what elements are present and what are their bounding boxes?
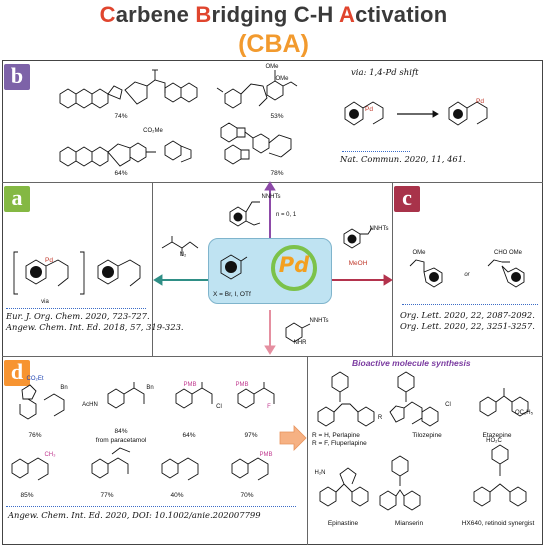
n2-label: N₂: [179, 252, 187, 258]
catalytic-cycle-icon: [271, 245, 317, 291]
orange-block-arrow: [279, 425, 307, 451]
steroid-phthalimide-structure: [59, 140, 192, 167]
cl-label: Cl: [216, 404, 222, 410]
yield-d-7: 40%: [170, 492, 184, 499]
cl-label-bio: Cl: [445, 402, 451, 408]
divider-left: [152, 182, 153, 356]
hx640-label: HX640, retinoid synergist: [461, 520, 535, 527]
pd-label-left: Pd: [365, 106, 373, 113]
yield-note: from paracetamol: [95, 437, 147, 444]
panel-c-products: [409, 259, 525, 288]
tilozepine-label: Tilozepine: [412, 432, 442, 439]
dotted-separator-a: [6, 308, 146, 309]
bn-label-1: Bn: [60, 385, 68, 391]
via-label: via: 1,4-Pd shift: [351, 68, 419, 78]
hydrazone-top-structure: [229, 201, 261, 227]
pd-shift-scheme: via: 1,4-Pd shift Pd Pd: [325, 68, 515, 148]
center-reaction-arrows: [153, 181, 393, 355]
hydrazone-bottom-structure: [285, 322, 311, 343]
x-label: X = Br, I, OTf: [213, 291, 251, 298]
dotted-separator-b: [342, 151, 410, 152]
yield-b-1: 74%: [114, 113, 128, 120]
nnhts-bottom-label: NNHTs: [309, 318, 329, 324]
epinastine-label: Epinastine: [327, 520, 359, 527]
yield-d-6: 77%: [100, 492, 114, 499]
pmb-label-2: PMB: [235, 382, 249, 388]
ref-d: Angew. Chem. Int. Ed. 2020, DOI: 10.1002…: [8, 510, 261, 520]
oc2h5-label: OC₂H₅: [514, 410, 534, 416]
yield-d-4: 97%: [244, 432, 258, 439]
cho-ome-label: CHO OMe: [493, 250, 522, 256]
yield-b-3: 64%: [114, 170, 128, 177]
yield-d-1: 76%: [28, 432, 42, 439]
page-title: Carbene Bridging C-H Activation: [99, 2, 448, 27]
panel-a-intermediates: [13, 251, 141, 295]
bn-label-2: Bn: [146, 385, 154, 391]
pd-catalyst-box: Pd X = Br, I, OTf: [208, 238, 332, 304]
perlapine-label: R = H, Perlapine: [312, 432, 360, 439]
ome-label-2: OMe: [275, 76, 289, 82]
f-label: F: [267, 404, 271, 410]
co2me-label: CO₂Me: [143, 128, 163, 134]
biaryl-lactone-structure: [216, 70, 298, 109]
panel-d-dibenzazepinones: [11, 382, 275, 481]
ome-label-1: OMe: [265, 64, 279, 70]
yield-d-2: 84%: [114, 428, 128, 435]
divider-bottom: [2, 356, 543, 357]
pd-label-right: Pd: [476, 98, 484, 105]
ref-a-1: Eur. J. Org. Chem. 2020, 723-727.: [6, 311, 150, 321]
co2et-label: CO₂Et: [26, 376, 44, 382]
ch3-label: CH₃: [44, 452, 56, 458]
yield-d-5: 85%: [20, 492, 34, 499]
pd-shift-structures: [344, 101, 488, 126]
bioactive-title: Bioactive molecule synthesis: [352, 358, 471, 368]
divider-bottom-mid: [307, 356, 308, 545]
divider-right: [392, 182, 393, 356]
nhr-label: NHR: [293, 340, 307, 346]
pmb-label-1: PMB: [183, 382, 197, 388]
dotted-separator-c: [402, 304, 538, 305]
etazepine-label: Etazepine: [482, 432, 512, 439]
nnhts-top-label: NNHTs: [261, 194, 281, 200]
meoh-label: MeOH: [348, 260, 368, 267]
outer-frame: [2, 60, 543, 545]
mianserin-label: Mianserin: [394, 520, 424, 527]
yield-b-2: 53%: [270, 113, 284, 120]
bioactive-structures: [317, 371, 529, 511]
yield-d-8: 70%: [240, 492, 254, 499]
ref-c-1: Org. Lett. 2020, 22, 2087-2092.: [400, 310, 535, 320]
hydrazone-right-structure: [343, 227, 373, 249]
aryl-halide-structure: [220, 254, 248, 280]
ho2c-label: HO₂C: [486, 438, 502, 444]
h2n-label: H₂N: [314, 470, 326, 476]
ref-b: Nat. Commun. 2020, 11, 461.: [340, 154, 466, 164]
fluperlapine-label: R = F, Fluperlapine: [312, 440, 367, 447]
ref-c-2: Org. Lett. 2020, 22, 3251-3257.: [400, 321, 535, 331]
badge-a: a: [4, 186, 30, 212]
nnhts-right-label: NNHTs: [369, 226, 389, 232]
steroid-dimer-structure-1: [59, 69, 198, 109]
n-label: n = 0, 1: [276, 212, 297, 218]
dotted-separator-d: [6, 506, 296, 507]
yield-b-4: 78%: [270, 170, 284, 177]
r-label: R: [377, 415, 383, 421]
yield-d-3: 64%: [182, 432, 196, 439]
ome-label-c1: OMe: [412, 250, 426, 256]
pd-center-label: Pd: [278, 253, 310, 277]
badge-c: c: [394, 186, 420, 212]
pd-label-a: Pd: [45, 257, 53, 264]
or-label: or: [464, 272, 470, 278]
badge-d: d: [4, 360, 30, 386]
divider-top: [2, 182, 543, 183]
via-label-a: via: [41, 299, 49, 305]
ref-a-2: Angew. Chem. Int. Ed. 2018, 57, 319-323.: [6, 322, 184, 332]
pmb-label-3: PMB: [259, 452, 273, 458]
diazo-left-structure: [161, 236, 199, 256]
achn-label: AcHN: [82, 402, 98, 408]
badge-b: b: [4, 64, 30, 90]
phthalimide-benzocycle-structure: [220, 122, 292, 165]
page-subtitle: (CBA): [238, 30, 309, 58]
